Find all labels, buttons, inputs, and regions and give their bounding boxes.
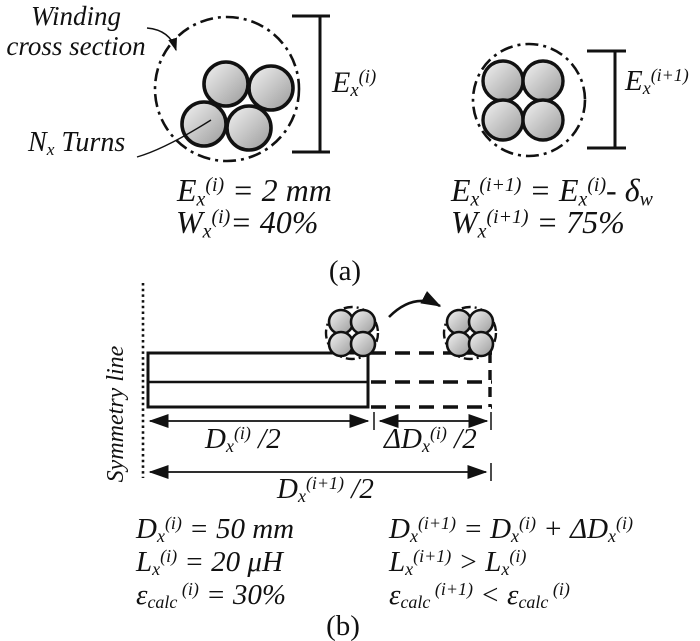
winding-rect-expanded-dashed	[371, 351, 492, 409]
equation-wx-i-value: Wx(i)= 40%	[176, 204, 319, 243]
equation-eps-i-value: εcalc (i) = 30%	[136, 578, 287, 612]
winding-cross-section-i1	[471, 42, 587, 158]
cluster-dashdot-circle	[324, 305, 380, 361]
winding-boundary-dashdot-circle	[471, 42, 587, 158]
equation-wx-i1-value: Wx(i+1) = 75%	[451, 204, 625, 243]
dimension-bracket-ex-i	[292, 14, 330, 154]
dim-arrow-dx-i	[148, 412, 375, 430]
equation-lx-i1-relation: Lx(i+1) > Lx(i)	[389, 545, 527, 579]
turn-circle	[202, 60, 250, 108]
winding-label-leader-line	[146, 27, 177, 52]
move-arrow	[388, 291, 442, 318]
dimension-bracket-ex-i1	[587, 49, 626, 150]
winding-rect-solid	[146, 351, 370, 409]
turn-circle	[481, 59, 525, 103]
dim-arrow-dx-i1	[148, 463, 492, 481]
equation-ex-i-value: Ex(i) = 2 mm	[177, 172, 332, 211]
dim-arrow-delta-dx	[378, 412, 492, 430]
dim-label-dx-i1-half: Dx(i+1) /2	[277, 472, 374, 506]
turn-cluster-moved	[442, 305, 498, 361]
turn-circle	[481, 98, 525, 142]
turn-circle	[521, 59, 565, 103]
symmetry-line-label: Symmetry line	[103, 345, 129, 483]
winding-cross-section-i	[153, 15, 301, 163]
turn-circle	[247, 64, 295, 112]
dim-label-delta-dx-half: ΔDx(i) /2	[384, 422, 477, 456]
equation-dx-i1-value: Dx(i+1) = Dx(i) + ΔDx(i)	[389, 512, 633, 546]
turn-circle	[225, 104, 273, 152]
dim-label-dx-i-half: Dx(i) /2	[205, 422, 281, 456]
dim-label-ex-i1: Ex(i+1)	[625, 64, 689, 98]
equation-ex-i1-value: Ex(i+1) = Ex(i)- δw	[451, 172, 653, 211]
winding-cross-section-label: Winding cross section	[6, 1, 146, 61]
turn-circle	[521, 98, 565, 142]
winding-boundary-dashdot-circle	[153, 15, 301, 163]
equation-lx-i-value: Lx(i) = 20 μH	[136, 545, 283, 579]
equation-dx-i-value: Dx(i) = 50 mm	[136, 512, 295, 546]
caption-a: (a)	[328, 255, 362, 287]
turns-label: Nx Turns	[28, 127, 126, 159]
dim-label-ex-i: Ex(i)	[332, 66, 377, 102]
turn-cluster-initial	[324, 305, 380, 361]
cluster-dashdot-circle	[442, 305, 498, 361]
equation-eps-i1-relation: εcalc (i+1) < εcalc (i)	[389, 578, 570, 612]
caption-b: (b)	[326, 610, 360, 641]
turns-label-leader-line	[136, 119, 212, 158]
